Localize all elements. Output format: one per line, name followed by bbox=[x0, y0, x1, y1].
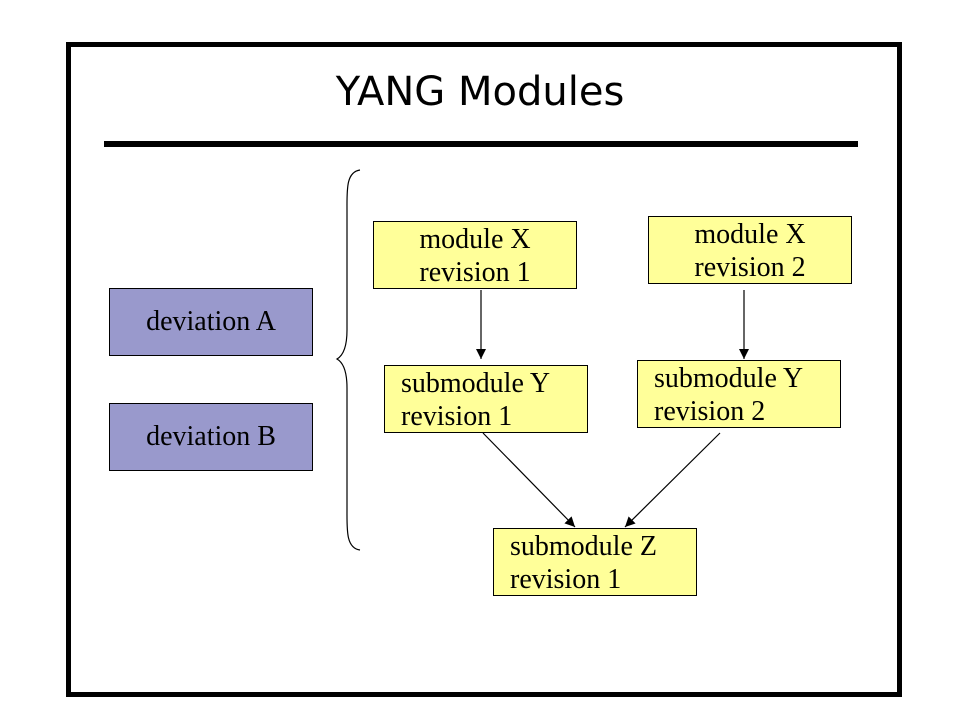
module-x-revision-1-revision: revision 1 bbox=[419, 257, 531, 288]
deviation-b-box: deviation B bbox=[109, 403, 313, 471]
deviation-a-box: deviation A bbox=[109, 288, 313, 356]
module-x-revision-1-box: module X revision 1 bbox=[373, 221, 577, 289]
deviation-b-label: deviation B bbox=[146, 421, 276, 452]
submodule-y-revision-2-revision: revision 2 bbox=[654, 396, 766, 427]
module-x-revision-2-name: module X bbox=[694, 219, 806, 250]
submodule-y-revision-1-name: submodule Y bbox=[401, 368, 551, 399]
submodule-z-revision-1-revision: revision 1 bbox=[510, 564, 622, 595]
submodule-y-revision-1-box: submodule Y revision 1 bbox=[384, 365, 588, 433]
module-x-revision-2-box: module X revision 2 bbox=[648, 216, 852, 284]
submodule-z-revision-1-box: submodule Z revision 1 bbox=[493, 528, 697, 596]
module-x-revision-1-name: module X bbox=[419, 224, 531, 255]
title-rule bbox=[104, 141, 858, 147]
slide-title: YANG Modules bbox=[335, 69, 625, 115]
submodule-z-revision-1-name: submodule Z bbox=[510, 531, 657, 562]
module-x-revision-2-revision: revision 2 bbox=[694, 252, 806, 283]
submodule-y-revision-2-name: submodule Y bbox=[654, 363, 804, 394]
deviation-a-label: deviation A bbox=[146, 306, 276, 337]
submodule-y-revision-1-revision: revision 1 bbox=[401, 401, 513, 432]
submodule-y-revision-2-box: submodule Y revision 2 bbox=[637, 360, 841, 428]
